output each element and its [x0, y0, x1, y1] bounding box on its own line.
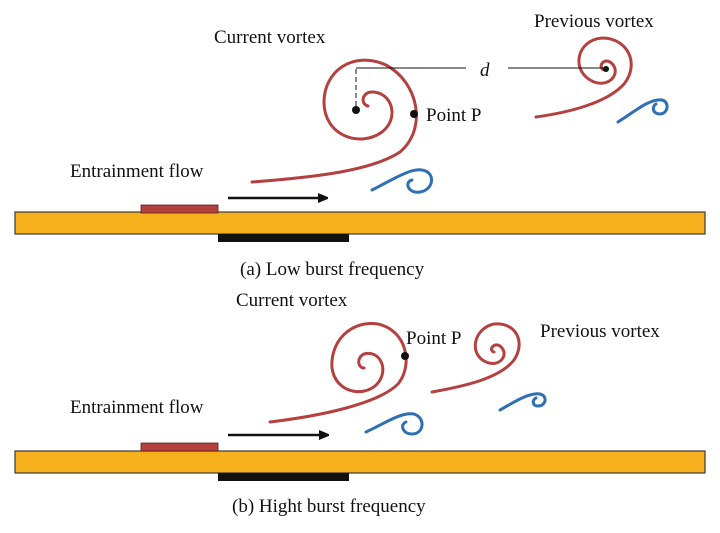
caption-a: (a) Low burst frequency	[240, 259, 425, 280]
entrainment-label-a: Entrainment flow	[70, 161, 204, 182]
previous-secondary-vortex-b	[498, 392, 547, 412]
current-vortex-a	[250, 58, 418, 184]
plate-a	[14, 211, 706, 235]
point-p-label-b: Point P	[406, 328, 461, 349]
previous-vortex-b	[430, 322, 521, 394]
current-vortex-b	[268, 322, 408, 424]
lower-electrode-a	[218, 234, 349, 242]
previous-vortex-label-b: Previous vortex	[540, 321, 660, 342]
caption-b: (b) Hight burst frequency	[232, 496, 426, 517]
lower-electrode-b	[218, 473, 349, 481]
upper-electrode-b	[140, 442, 219, 452]
upper-electrode-a	[140, 204, 219, 214]
previous-vortex-a	[534, 36, 633, 119]
point-p-label-a: Point P	[426, 105, 481, 126]
point-p-marker-a	[410, 110, 418, 118]
plate-b	[14, 450, 706, 474]
distance-label-a: d	[480, 60, 490, 81]
panel-b: Current vortex Point P Previous vortex E…	[14, 290, 706, 517]
current-vortex-center-a	[352, 106, 360, 114]
panel-a: Current vortex Previous vortex d Point P…	[14, 11, 706, 280]
current-vortex-label-a: Current vortex	[214, 27, 326, 48]
previous-vortex-label-a: Previous vortex	[534, 11, 654, 32]
previous-vortex-center-a	[603, 66, 609, 72]
point-p-marker-b	[401, 352, 409, 360]
secondary-vortex-b	[364, 412, 424, 436]
entrainment-label-b: Entrainment flow	[70, 397, 204, 418]
current-vortex-label-b: Current vortex	[236, 290, 348, 311]
secondary-vortex-a	[370, 168, 433, 194]
previous-secondary-vortex-a	[616, 98, 669, 124]
